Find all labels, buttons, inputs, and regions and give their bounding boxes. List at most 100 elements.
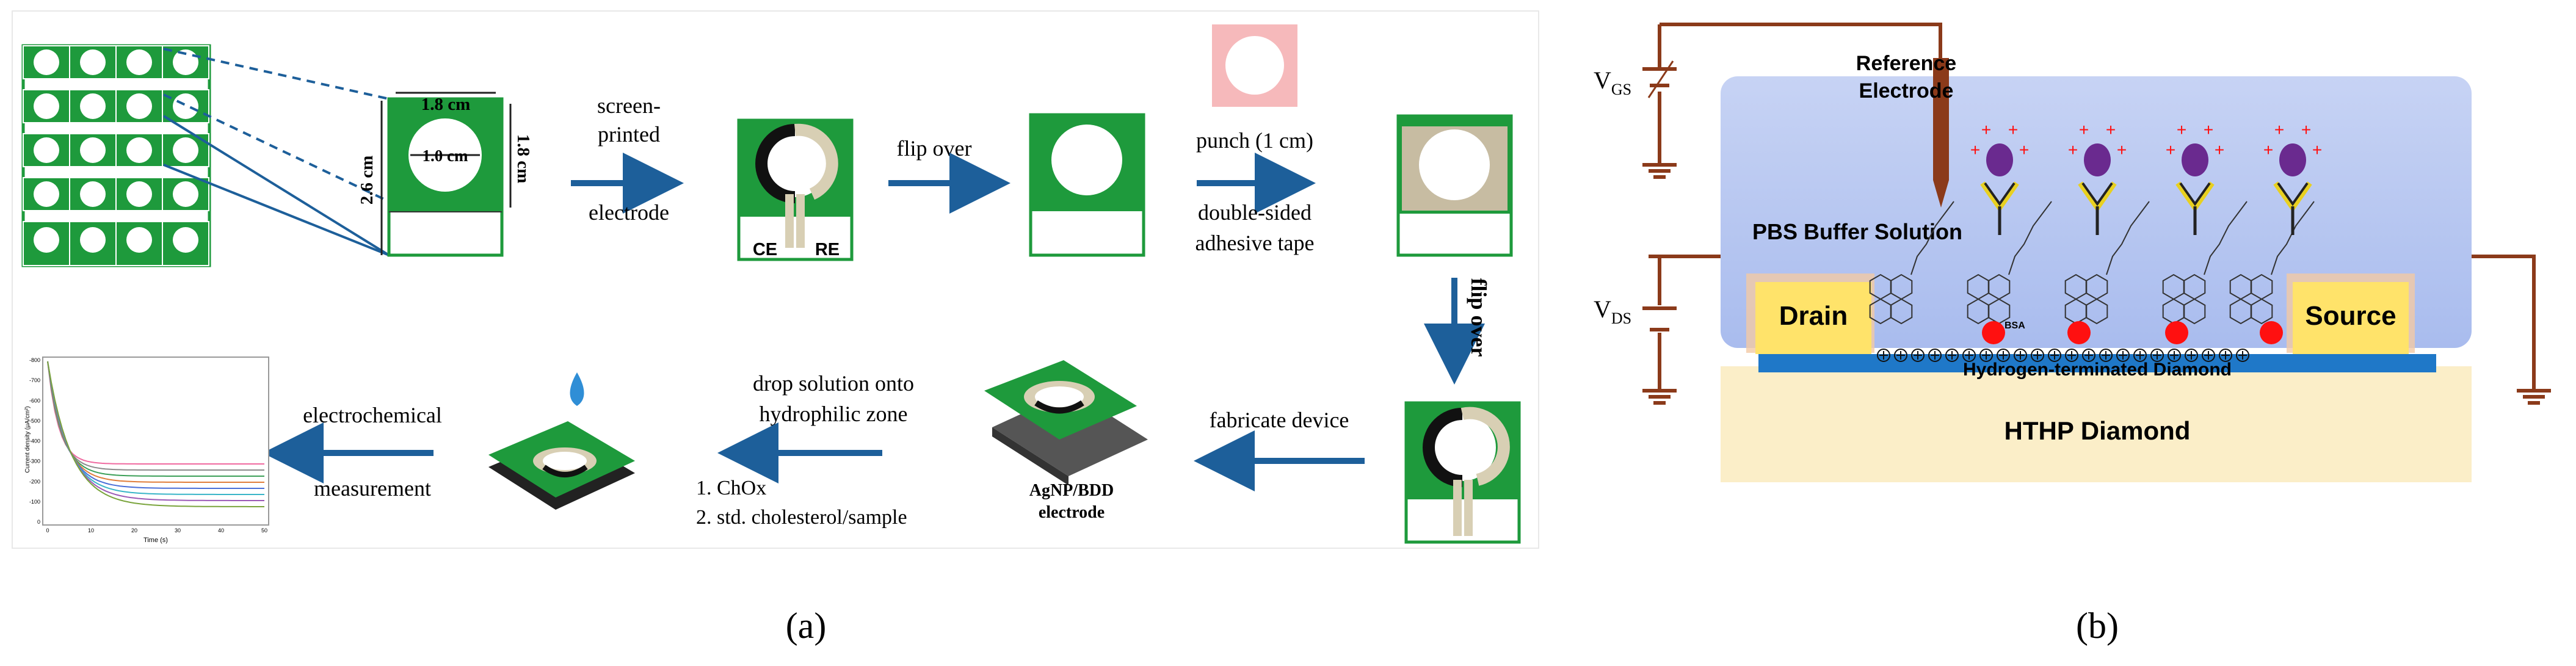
hole-symbol	[1945, 349, 1959, 362]
mini-chart-ytick: -100	[29, 499, 40, 505]
sheet-cell-hole	[126, 181, 152, 207]
sheet-cell-hole	[173, 137, 198, 163]
sheet-cell-hole	[126, 49, 152, 75]
step-tape-line1: double-sided	[1198, 200, 1312, 225]
sheet-cell-hole	[34, 181, 59, 207]
step-flip-over: flip over	[897, 136, 972, 161]
linker-chain	[1910, 201, 1954, 275]
hthp-label: HTHP Diamond	[2005, 416, 2191, 445]
charge-plus: +	[2019, 140, 2029, 159]
step-flip-over-vertical: flip over	[1467, 278, 1491, 357]
mini-chart-xtick: 10	[88, 527, 94, 534]
charge-plus: +	[2177, 120, 2186, 139]
antibody-arm	[1984, 182, 2015, 206]
antibody-arm	[2277, 182, 2309, 206]
step-screen-line2: printed	[598, 122, 660, 147]
sheet-cell-hole	[80, 137, 106, 163]
mini-chart-curve	[47, 361, 264, 483]
single-unit: 1.8 cm 1.8 cm 2.6 cm 1.0 cm	[357, 92, 533, 257]
hole-symbol	[2048, 349, 2061, 362]
final-electrode	[1404, 401, 1521, 544]
charge-plus: +	[1970, 140, 1980, 159]
mini-chart-curve	[47, 361, 264, 507]
hole-symbol	[2150, 349, 2164, 362]
dim-height-label: 1.8 cm	[513, 134, 533, 184]
hole-accumulation-row	[1877, 349, 2249, 362]
bsa-molecule	[2067, 321, 2091, 344]
drain-label: Drain	[1779, 301, 1848, 331]
charge-plus: +	[2215, 140, 2224, 159]
hole-symbol	[2082, 349, 2095, 362]
mini-chart-ytick: -500	[29, 418, 40, 424]
mini-chart-ytick: -200	[29, 479, 40, 485]
drop-list-item2: 2. std. cholesterol/sample	[696, 506, 907, 529]
electrode-sheet	[21, 44, 211, 267]
panel-a: 1.8 cm 1.8 cm 2.6 cm 1.0 cm screen- prin…	[12, 10, 1539, 646]
hole-symbol	[1928, 349, 1942, 362]
adhesive-tape-piece	[1212, 24, 1297, 107]
sheet-cell-hole	[173, 181, 198, 207]
linker-molecules	[1869, 201, 2315, 325]
sheet-cell-hole	[34, 227, 59, 253]
charge-plus: +	[2079, 120, 2089, 139]
panel-b: VGS VDS Drain Source	[1594, 23, 2551, 646]
mini-chart-xlabel: Time (s)	[143, 537, 168, 544]
mini-chart-curve	[47, 361, 264, 501]
source-label: Source	[2305, 301, 2396, 331]
hole-symbol	[2065, 349, 2078, 362]
mini-chart-xtick: 40	[218, 527, 224, 534]
hole-symbol	[2202, 349, 2215, 362]
mini-chart-ytick: -600	[29, 397, 40, 404]
mini-chart-ytick: -300	[29, 458, 40, 465]
device-label-line1: AgNP/BDD	[1029, 481, 1114, 500]
step-measure-line2: measurement	[314, 476, 431, 501]
sheet-cell-hole	[126, 227, 152, 253]
hole-symbol	[2133, 349, 2147, 362]
device-3d: AgNP/BDD electrode	[984, 360, 1148, 522]
printed-electrode: CE RE	[737, 118, 854, 261]
hole-symbol	[2031, 349, 2044, 362]
pyrene-ring	[1890, 298, 1913, 325]
antibody-arm	[2081, 182, 2113, 206]
sheet-cell-hole	[126, 137, 152, 163]
droplet-icon	[570, 372, 584, 406]
charge-plus: +	[2106, 120, 2116, 139]
sheet-cell-hole	[34, 137, 59, 163]
antibody-arm	[2179, 182, 2211, 206]
mini-chart-curve	[47, 361, 264, 495]
hydrogen-terminated-label: Hydrogen-terminated Diamond	[1963, 360, 2232, 380]
charge-plus: +	[2068, 140, 2078, 159]
dim-width-label: 1.8 cm	[421, 95, 471, 114]
mini-chart-xtick: 30	[175, 527, 181, 534]
step-tape-line2: adhesive tape	[1195, 231, 1315, 255]
step-drop-line2: hydrophilic zone	[760, 402, 908, 426]
projection-lines	[162, 48, 390, 256]
hole-symbol	[1911, 349, 1925, 362]
linker-chain	[2008, 201, 2052, 275]
dim-hole-label: 1.0 cm	[423, 147, 468, 165]
hole-symbol	[1894, 349, 1907, 362]
charge-plus: +	[2301, 120, 2311, 139]
hole-symbol	[1962, 349, 1976, 362]
antigen-molecule	[2084, 143, 2111, 176]
hole-symbol	[2219, 349, 2232, 362]
step-measure-line1: electrochemical	[303, 403, 442, 427]
source-pad	[2293, 282, 2409, 354]
flipped-electrode	[1029, 113, 1145, 257]
antigen-molecule	[2182, 143, 2208, 176]
mini-chart-ytick: -400	[29, 438, 40, 444]
label-ce: CE	[753, 240, 777, 259]
sheet-cell-hole	[34, 49, 59, 75]
charge-plus: +	[2117, 140, 2127, 159]
hole-symbol	[1997, 349, 2010, 362]
charge-plus: +	[2008, 120, 2018, 139]
source-ground-icon	[2517, 389, 2551, 405]
sheet-cell-hole	[126, 93, 152, 119]
sheet-cell-hole	[80, 93, 106, 119]
hole-symbol	[2099, 349, 2113, 362]
hthp-substrate	[1721, 366, 2472, 482]
charge-plus: +	[2204, 120, 2213, 139]
sheet-cell-hole	[173, 227, 198, 253]
bsa-molecule	[2260, 321, 2283, 344]
